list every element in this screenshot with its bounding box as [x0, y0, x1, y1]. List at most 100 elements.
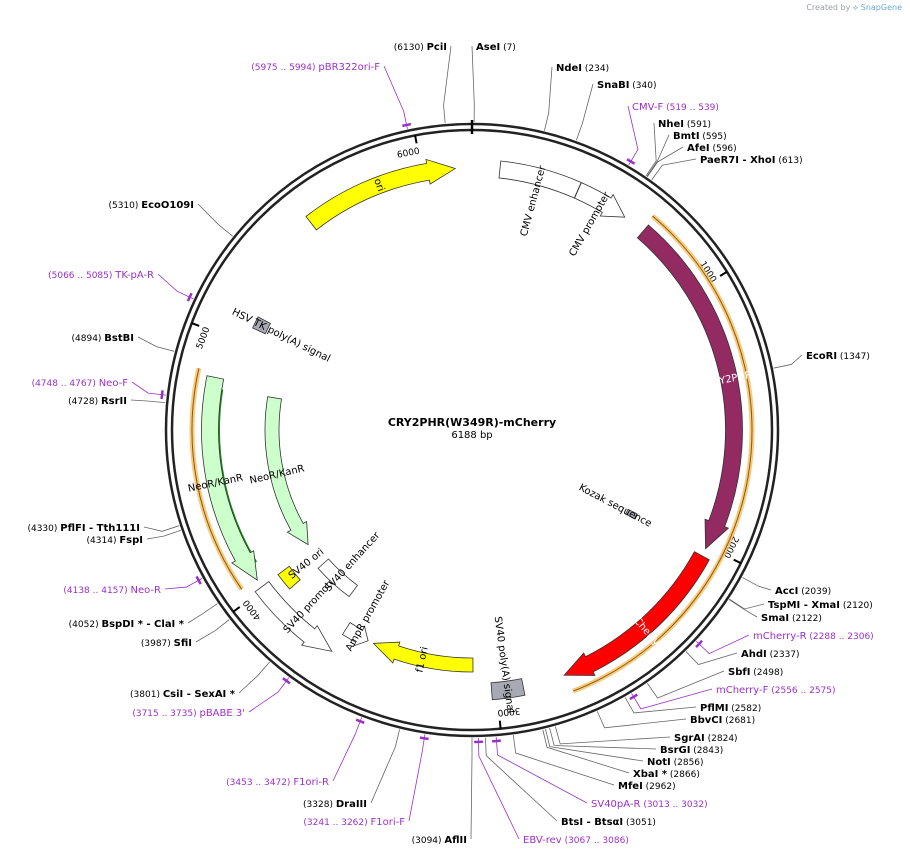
feature-shape-cmv-promoter	[573, 182, 626, 218]
site-name: EcoO109I	[141, 200, 194, 211]
primer-leader-line	[695, 634, 750, 655]
site-leader-line	[545, 729, 644, 762]
site-position: (2681)	[722, 716, 755, 726]
site-leader-lines	[130, 45, 803, 840]
site-name: BstBI	[104, 333, 134, 344]
primer-position: (3067 .. 3086)	[562, 836, 629, 846]
site-position: (2856)	[671, 758, 704, 768]
site-leader-line	[471, 45, 475, 123]
tick-label: 3000	[497, 705, 521, 717]
orange-arc-core	[572, 215, 753, 692]
site-name: PaeR7I - XhoI	[700, 155, 776, 166]
site-name: TspMI - XmaI	[768, 600, 840, 611]
orange-highlight-arcs	[189, 214, 755, 694]
primer-leader-line	[631, 688, 713, 710]
restriction-site-label: (4330) PflFI - Tth111I	[27, 523, 140, 534]
feature-shape-sv40-ori	[277, 565, 301, 590]
site-position: (2866)	[667, 770, 700, 780]
restriction-site-label: (5310) EcoO109I	[108, 200, 194, 211]
site-position: (3328)	[303, 800, 336, 810]
tick-mark	[191, 322, 200, 327]
restriction-site-label: (3987) SfiI	[141, 638, 192, 649]
feature-shape-hsv-tk-polya	[252, 316, 271, 335]
feature-shape-kozak	[624, 508, 638, 520]
site-position: (4894)	[72, 334, 105, 344]
feature-neor-inner: NeoR/KanR	[249, 396, 309, 546]
site-leader-line	[624, 697, 697, 714]
site-position: (4314)	[87, 536, 120, 546]
primer-position: (5975 .. 5994)	[251, 63, 318, 73]
primer-leader-line	[164, 578, 203, 590]
site-leader-line	[728, 599, 758, 618]
primer-leader-line	[478, 737, 520, 840]
restriction-site-label: (4052) BspDI * - ClaI *	[69, 619, 185, 630]
primer-name: mCherry-R	[753, 631, 807, 642]
site-position: (3051)	[623, 818, 656, 828]
site-name: BspDI * - ClaI *	[101, 619, 184, 630]
site-name: EcoRI	[806, 351, 837, 362]
site-leader-line	[549, 727, 657, 750]
site-position: (613)	[776, 156, 803, 166]
primer-leader-line	[157, 273, 194, 300]
tick-mark	[733, 558, 742, 565]
feature-sv40-polya: SV40 poly(A) signal	[490, 616, 526, 714]
feature-label-hsv-tk-polya: HSV TK poly(A) signal	[230, 307, 332, 365]
site-name: PflFI - Tth111I	[60, 523, 140, 534]
site-name: MfeI	[618, 781, 643, 792]
site-name: SnaBI	[597, 80, 629, 91]
feature-cmv-promoter: CMV promoter	[567, 182, 626, 258]
restriction-site-label: PaeR7I - XhoI (613)	[700, 155, 803, 166]
primer-position: (3453 .. 3472)	[226, 778, 293, 788]
primer-label: (3453 .. 3472) F1ori-R	[226, 777, 329, 788]
feature-shape-sv40-polya	[490, 678, 526, 701]
restriction-site-label: NheI (591)	[658, 119, 711, 130]
site-name: RsrII	[101, 396, 127, 407]
feature-shape-sv40-enhancer	[317, 558, 358, 598]
site-position: (2120)	[840, 601, 873, 611]
feature-shape-mcherry	[563, 551, 710, 676]
restriction-site-label: (4728) RsrII	[68, 396, 127, 407]
tick-mark	[414, 135, 418, 144]
site-leader-line	[443, 45, 452, 124]
feature-shape-neor-outer	[201, 375, 258, 581]
site-position: (591)	[684, 120, 711, 130]
primer-marker	[355, 718, 365, 724]
restriction-site-label: AfeI (596)	[687, 143, 737, 154]
site-position: (3094)	[412, 836, 445, 846]
primer-marker	[492, 739, 501, 743]
primer-marker	[186, 292, 193, 302]
site-position: (2582)	[728, 704, 761, 714]
site-leader-line	[596, 711, 687, 729]
site-position: (6130)	[394, 43, 427, 53]
site-position: (340)	[629, 81, 656, 91]
primer-label: (4748 .. 4767) Neo-F	[32, 378, 129, 389]
site-leader-line	[685, 651, 738, 665]
restriction-site-label: BsrGI (2843)	[660, 745, 723, 756]
plasmid-size: 6188 bp	[451, 430, 492, 441]
primer-label: EBV-rev (3067 .. 3086)	[523, 835, 629, 846]
restriction-site-label: BtsI - BtsαI (3051)	[561, 817, 656, 828]
primer-marker	[626, 158, 636, 165]
tick-mark	[498, 720, 502, 729]
site-leader-line	[729, 598, 765, 610]
restriction-site-label: SbfI (2498)	[728, 667, 783, 678]
site-name: SfiI	[174, 638, 192, 649]
primer-name: TK-pA-R	[114, 270, 154, 281]
primer-label: (3241 .. 3262) F1ori-F	[303, 817, 405, 828]
restriction-site-label: BbvCI (2681)	[690, 715, 755, 726]
site-name: BtsI - BtsαI	[561, 817, 623, 828]
site-position: (3801)	[130, 690, 163, 700]
primer-leader-line	[408, 734, 426, 822]
site-leader-line	[197, 203, 233, 237]
site-name: NheI	[658, 119, 684, 130]
restriction-site-label: XbaI * (2866)	[633, 769, 700, 780]
primer-name: CMV-F	[632, 102, 663, 113]
site-name: AseI	[476, 42, 500, 53]
site-leader-line	[646, 134, 670, 177]
primer-position: (3715 .. 3735)	[132, 709, 199, 719]
site-position: (2824)	[705, 734, 738, 744]
primer-marker	[629, 693, 638, 701]
site-position: (4052)	[69, 620, 102, 630]
